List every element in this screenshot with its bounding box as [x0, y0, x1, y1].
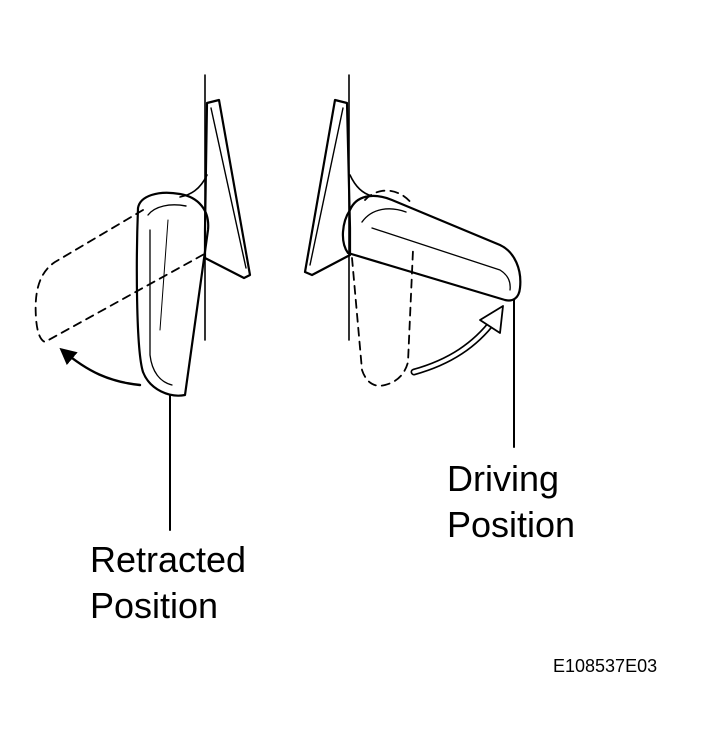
mirror-base-left [203, 98, 252, 280]
driving-mirror-group [303, 74, 522, 448]
ghost-housing-top [364, 189, 413, 205]
driving-label-line-2: Position [447, 504, 576, 545]
housing-highlight-left [147, 204, 187, 216]
retract-arrow [59, 347, 142, 387]
mirror-base-inner-right [309, 107, 344, 266]
extend-arrow [410, 316, 498, 376]
housing-crease-left [159, 219, 169, 331]
extend-arrowhead [479, 305, 504, 334]
mirror-base-inner2-left [179, 174, 208, 198]
figure-code: E108537E03 [553, 656, 658, 676]
driving-label-line-1: Driving [447, 458, 560, 499]
housing-inner-line-right [371, 227, 511, 291]
mirror-base-right [303, 98, 352, 277]
ghost-housing-retracted [351, 249, 414, 387]
mirror-base-inner-left [210, 107, 247, 269]
extend-arrow-inner [412, 318, 496, 374]
retracted-label-line-1: Retracted [90, 539, 247, 580]
housing-highlight-right [361, 208, 407, 223]
housing-inner-line-left [149, 229, 173, 386]
mirror-housing-retracted [135, 191, 210, 397]
retracted-position-label: Retracted Position [90, 537, 246, 629]
ghost-housing-driving [34, 209, 209, 343]
mirror-base-inner2-right [349, 174, 373, 197]
retracted-mirror-group [34, 74, 252, 531]
driving-position-label: Driving Position [447, 456, 575, 548]
retracted-label-line-2: Position [90, 585, 219, 626]
mirror-housing-driving [341, 194, 522, 302]
